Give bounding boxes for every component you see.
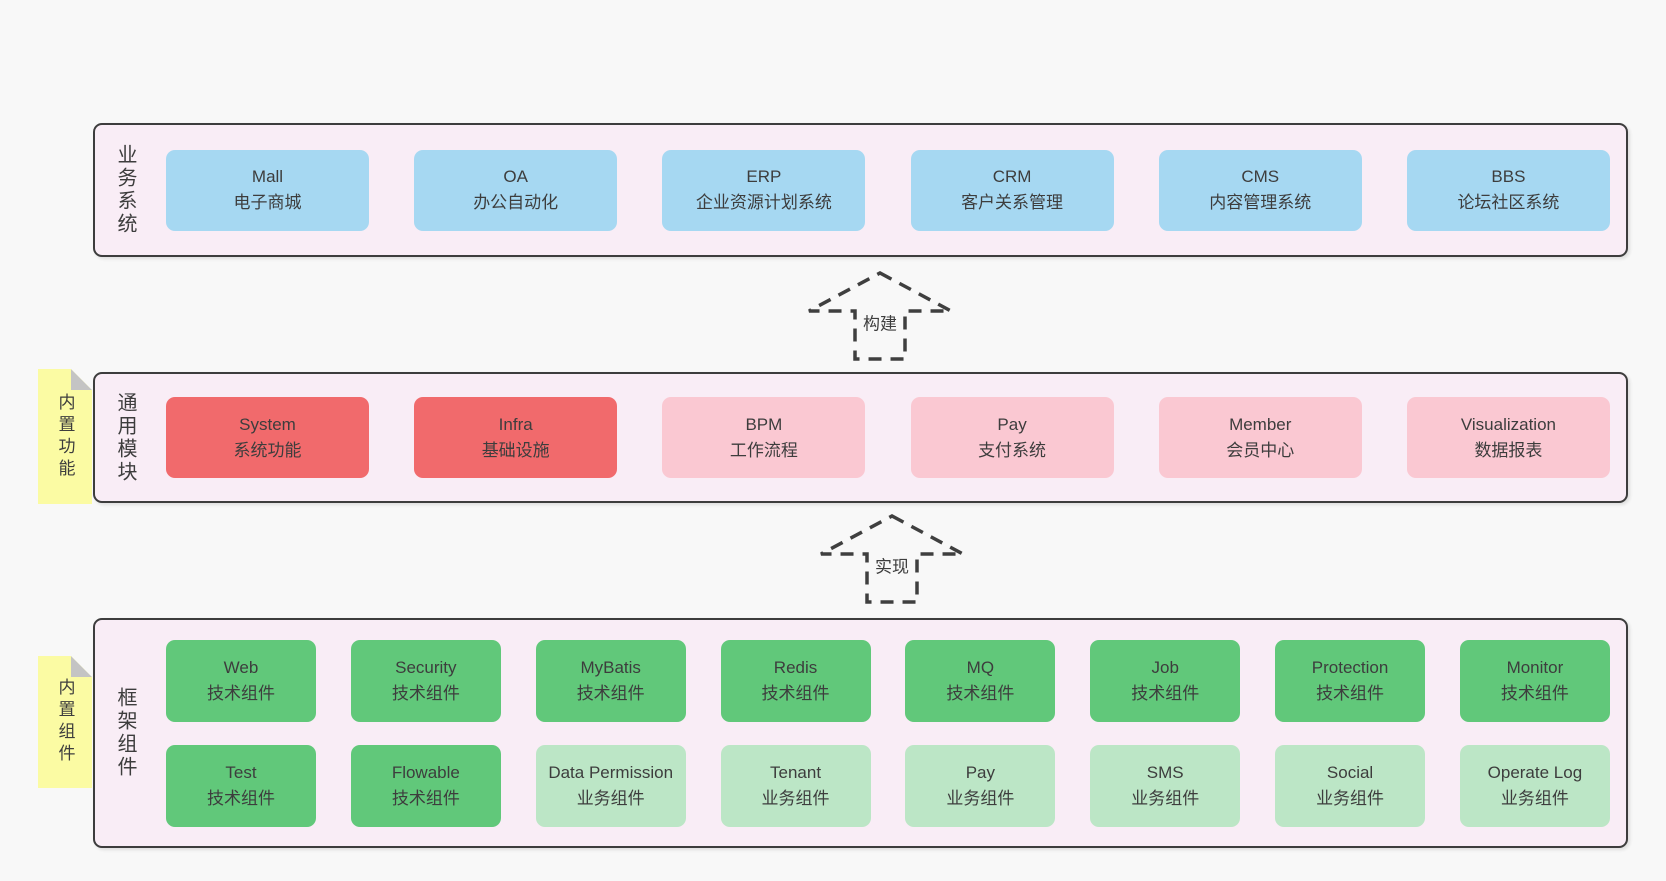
box-sms: SMS 业务组件 bbox=[1090, 744, 1241, 827]
arrow-build: 构建 bbox=[805, 270, 955, 362]
box-web: Web 技术组件 bbox=[166, 639, 316, 722]
box-member: Member 会员中心 bbox=[1158, 397, 1362, 478]
box-social: Social 业务组件 bbox=[1275, 744, 1426, 827]
box-crm: CRM 客户关系管理 bbox=[910, 149, 1114, 231]
band-label-common-modules: 通用模块 bbox=[114, 391, 136, 484]
box-mybatis: MyBatis 技术组件 bbox=[535, 639, 686, 722]
framework-row-2: Test 技术组件 Flowable 技术组件 Data Permission … bbox=[166, 744, 1610, 827]
box-mq: MQ 技术组件 bbox=[905, 639, 1056, 722]
box-test: Test 技术组件 bbox=[166, 744, 316, 827]
box-flowable: Flowable 技术组件 bbox=[350, 744, 501, 827]
sticky-note-built-in-features: 内置功能 bbox=[38, 369, 92, 504]
folded-corner-icon bbox=[71, 656, 92, 677]
box-pay-component: Pay 业务组件 bbox=[905, 744, 1056, 827]
box-erp: ERP 企业资源计划系统 bbox=[662, 149, 866, 231]
framework-components-rows: Web 技术组件 Security 技术组件 MyBatis 技术组件 Redi… bbox=[166, 639, 1610, 827]
box-mall: Mall 电子商城 bbox=[166, 149, 369, 231]
block-arrow-up-icon bbox=[808, 271, 952, 361]
block-arrow-up-icon bbox=[820, 514, 964, 604]
box-visualization: Visualization 数据报表 bbox=[1406, 397, 1610, 478]
box-bpm: BPM 工作流程 bbox=[662, 397, 866, 478]
box-tenant: Tenant 业务组件 bbox=[720, 744, 871, 827]
arrow-implement: 实现 bbox=[817, 513, 967, 605]
framework-row-1: Web 技术组件 Security 技术组件 MyBatis 技术组件 Redi… bbox=[166, 639, 1610, 722]
box-monitor: Monitor 技术组件 bbox=[1459, 639, 1610, 722]
box-infra: Infra 基础设施 bbox=[414, 397, 618, 478]
box-data-permission: Data Permission 业务组件 bbox=[535, 744, 686, 827]
box-redis: Redis 技术组件 bbox=[720, 639, 871, 722]
box-operate-log: Operate Log 业务组件 bbox=[1459, 744, 1610, 827]
box-pay-system: Pay 支付系统 bbox=[910, 397, 1114, 478]
box-cms: CMS 内容管理系统 bbox=[1158, 149, 1362, 231]
box-protection: Protection 技术组件 bbox=[1275, 639, 1426, 722]
business-systems-row: Mall 电子商城 OA 办公自动化 ERP 企业资源计划系统 CRM 客户关系… bbox=[166, 149, 1610, 231]
arrow-build-label: 构建 bbox=[859, 307, 901, 337]
sticky-note-built-in-components: 内置组件 bbox=[38, 656, 92, 788]
box-security: Security 技术组件 bbox=[350, 639, 501, 722]
band-framework-components: 框架组件 Web 技术组件 Security 技术组件 MyBatis 技术组件… bbox=[93, 618, 1628, 848]
band-label-business-systems: 业务系统 bbox=[114, 144, 136, 236]
box-system: System 系统功能 bbox=[166, 397, 369, 478]
arrow-implement-label: 实现 bbox=[871, 550, 913, 580]
folded-corner-icon bbox=[71, 369, 92, 390]
band-common-modules: 通用模块 System 系统功能 Infra 基础设施 BPM 工作流程 Pay… bbox=[93, 372, 1628, 503]
band-business-systems: 业务系统 Mall 电子商城 OA 办公自动化 ERP 企业资源计划系统 CRM… bbox=[93, 123, 1628, 257]
box-job: Job 技术组件 bbox=[1090, 639, 1241, 722]
box-oa: OA 办公自动化 bbox=[414, 149, 618, 231]
box-bbs: BBS 论坛社区系统 bbox=[1406, 149, 1610, 231]
common-modules-row: System 系统功能 Infra 基础设施 BPM 工作流程 Pay 支付系统… bbox=[166, 397, 1610, 478]
band-label-framework-components: 框架组件 bbox=[114, 687, 136, 779]
